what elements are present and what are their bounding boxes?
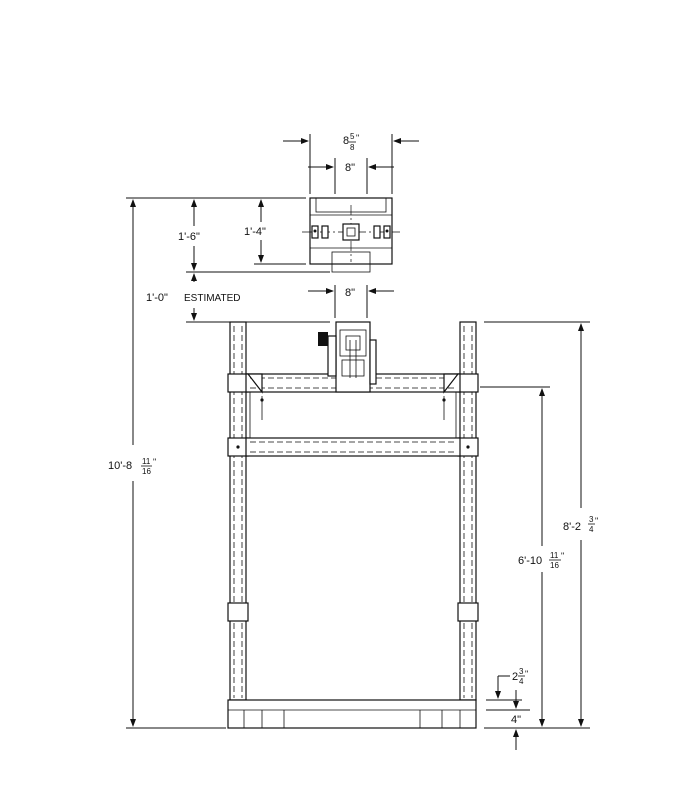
front-elevation — [227, 321, 479, 729]
dim-offset-estimated: 1'-0" ESTIMATED — [146, 273, 330, 323]
top-plan-view — [302, 197, 400, 273]
dim-opening-height-den: 16 — [550, 561, 559, 570]
dim-right-height-num: 3 — [589, 515, 594, 524]
dim-overall-height: 10'-8 11 16 " — [108, 197, 306, 729]
dim-overall-height-num: 11 — [142, 457, 151, 466]
dim-top-inner-width-label: 8" — [345, 162, 355, 174]
dim-base-small-whole: 2 — [512, 671, 518, 683]
dim-overall-height-whole: 10'-8 — [108, 460, 132, 472]
dim-top-inner-width: 8" — [308, 158, 394, 194]
dim-base-small: 2 3 4 " — [486, 667, 528, 701]
dim-right-height-den: 4 — [589, 525, 594, 534]
dim-base-small-den: 4 — [519, 677, 524, 686]
dim-top-overall-width-den: 8 — [350, 143, 355, 152]
dim-top-overall-width-num: 5 — [350, 132, 355, 141]
dim-top-overall-width: 8 5 8 " — [283, 132, 419, 194]
dim-base-height-label: 4" — [511, 714, 521, 726]
dim-top-height-inner: 1'-4" — [244, 199, 306, 265]
dim-top-height-inner-label: 1'-4" — [244, 226, 266, 238]
dim-base-small-num: 3 — [519, 667, 524, 676]
dim-top-overall-width-whole: 8 — [343, 135, 349, 147]
dim-overall-height-unit: " — [153, 457, 156, 467]
dim-opening-height-unit: " — [561, 551, 564, 561]
dim-bottom-width: 8" — [308, 285, 394, 318]
dim-top-height-outer: 1'-6" — [178, 199, 330, 273]
dim-opening-height-whole: 6'-10 — [518, 555, 542, 567]
dim-bottom-width-label: 8" — [345, 287, 355, 299]
dim-base-small-unit: " — [525, 669, 528, 679]
dim-offset-estimated-note: ESTIMATED — [184, 293, 240, 304]
dim-offset-estimated-label: 1'-0" — [146, 292, 168, 304]
dim-opening-height-num: 11 — [550, 551, 559, 560]
dim-top-height-outer-label: 1'-6" — [178, 231, 200, 243]
dim-overall-height-den: 16 — [142, 467, 151, 476]
dim-right-height-unit: " — [595, 516, 598, 526]
dim-right-height: 8'-2 3 4 " — [484, 321, 598, 729]
dim-opening-height: 6'-10 11 16 " — [480, 386, 564, 727]
dim-right-height-whole: 8'-2 — [563, 521, 581, 533]
dim-base-height: 4" — [486, 690, 530, 750]
dim-top-overall-width-unit: " — [356, 133, 359, 143]
